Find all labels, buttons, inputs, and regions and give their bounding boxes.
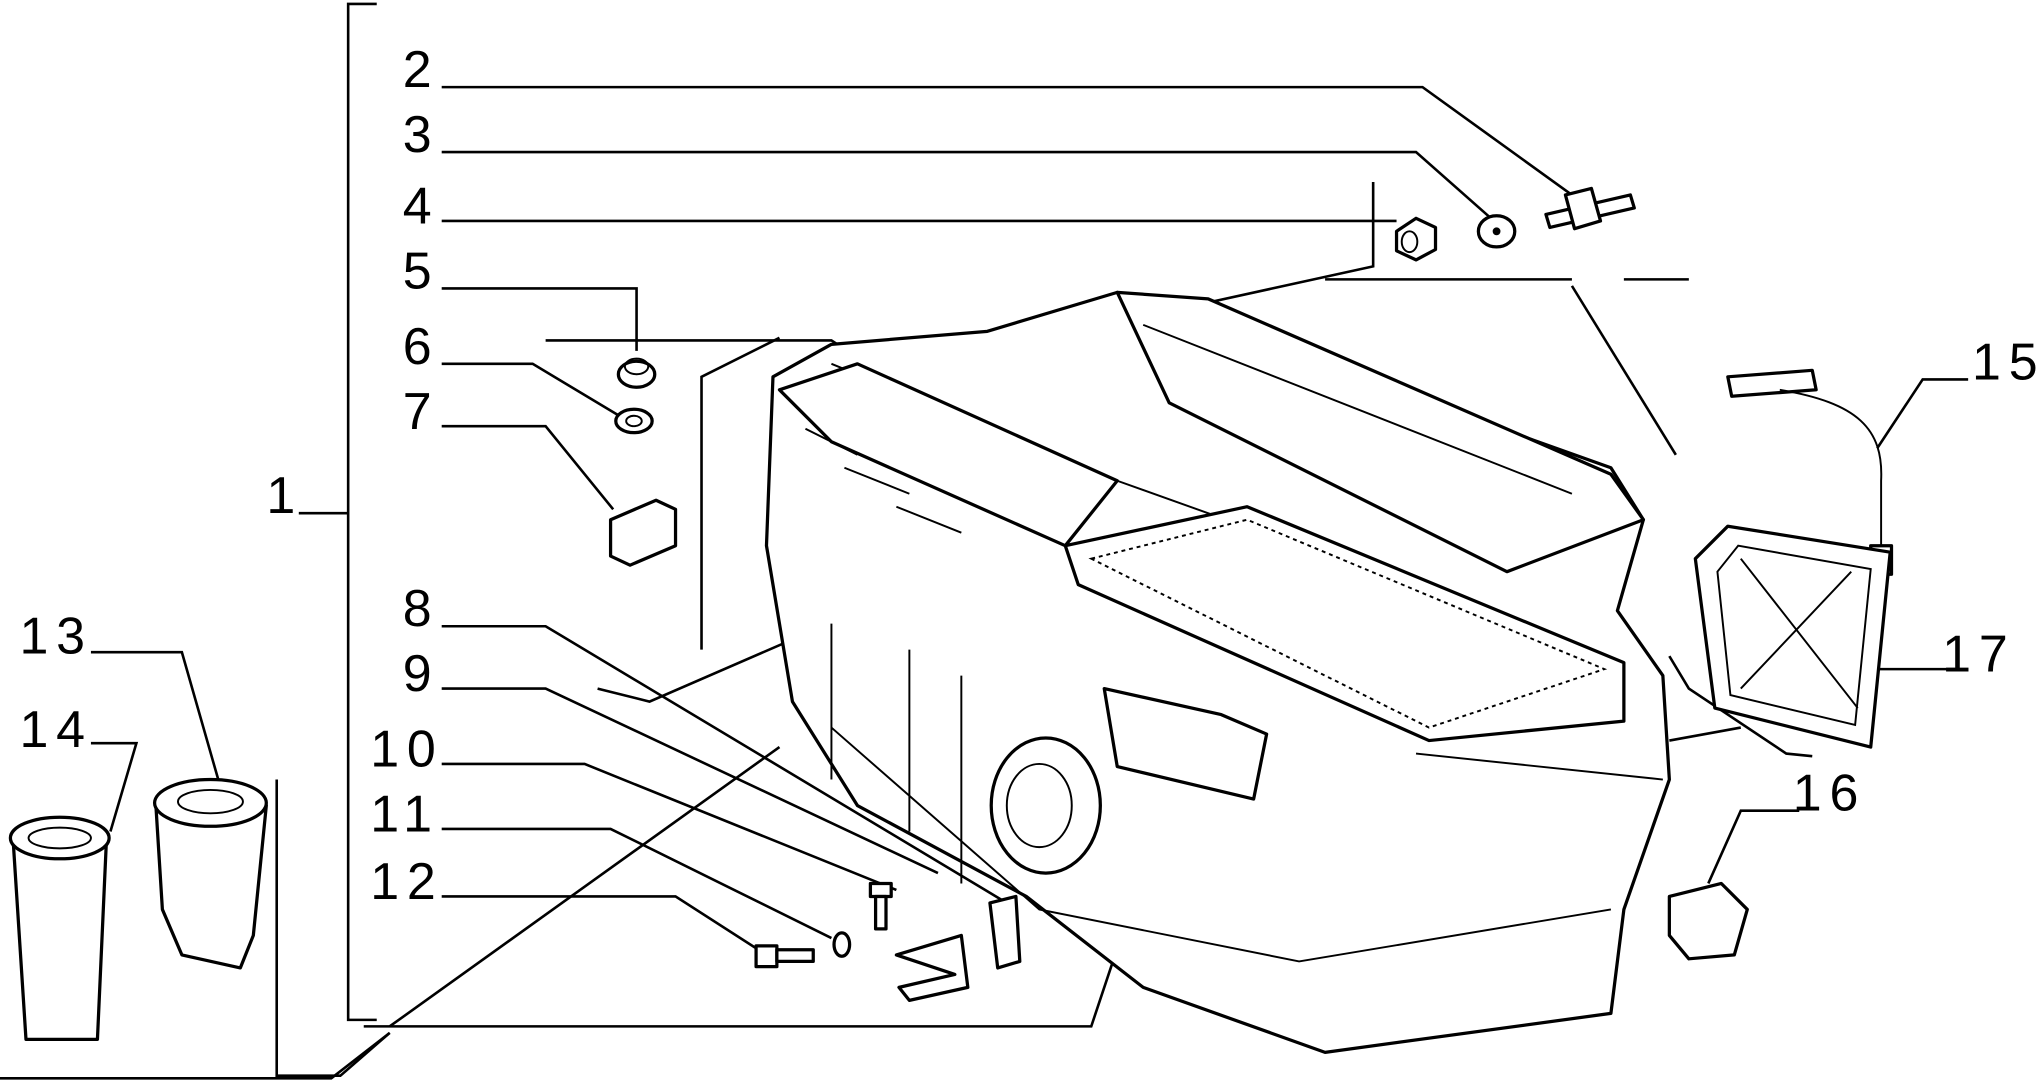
part-17-gasket — [1693, 524, 1892, 749]
part-10-screw — [868, 881, 893, 931]
part-12-bolt — [754, 944, 815, 969]
part-16-clip — [1667, 881, 1749, 961]
callout-11: 11 — [370, 786, 440, 844]
callout-9: 9 — [403, 645, 440, 703]
part-2-stud-nut — [1544, 186, 1636, 231]
callout-12: 12 — [370, 853, 443, 911]
part-14-duct — [8, 815, 111, 1041]
callout-4: 4 — [403, 178, 440, 236]
assembly-bracket — [0, 2, 391, 1080]
part-9-bracket — [894, 933, 970, 1003]
part-5-grommet — [616, 357, 657, 389]
callout-8: 8 — [403, 580, 440, 638]
heater-housing — [764, 290, 1671, 1054]
callout-15: 15 — [1972, 333, 2037, 391]
callout-3: 3 — [403, 106, 440, 164]
part-13-duct — [152, 777, 268, 970]
callout-17: 17 — [1942, 626, 2015, 684]
callout-5: 5 — [403, 242, 440, 300]
callout-2: 2 — [403, 41, 440, 99]
leader-lines — [90, 85, 1969, 1028]
callout-14: 14 — [19, 701, 92, 759]
part-11-washer — [832, 931, 852, 958]
part-7-clip — [608, 498, 678, 567]
part-6-washer — [614, 407, 654, 435]
callout-7: 7 — [403, 383, 440, 441]
callout-10: 10 — [370, 721, 443, 779]
callout-13: 13 — [19, 608, 92, 666]
callout-16: 16 — [1793, 765, 1866, 823]
callout-6: 6 — [403, 318, 440, 376]
callout-labels: 1 2 3 4 5 6 7 8 9 10 11 12 13 14 15 16 1… — [19, 41, 2037, 911]
callout-1: 1 — [266, 467, 303, 525]
part-4-nut — [1394, 216, 1438, 262]
part-8-clip — [988, 894, 1022, 970]
part-3-washer — [1476, 214, 1517, 249]
